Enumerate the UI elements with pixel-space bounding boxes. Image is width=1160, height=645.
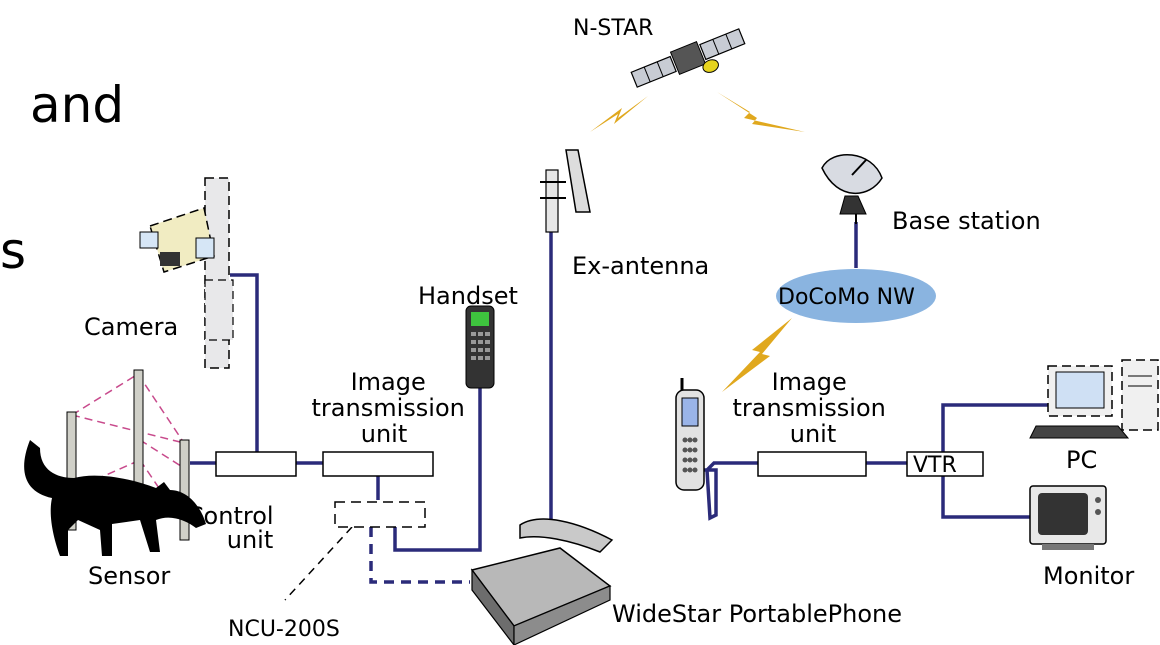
vtr-label: VTR: [913, 453, 957, 478]
wire-camera-control: [230, 273, 259, 452]
base-station-label: Base station: [892, 207, 1041, 235]
title-fragment-s: s: [0, 222, 26, 280]
wire-ncu-phone: [369, 527, 470, 584]
ex-antenna-label: Ex-antenna: [572, 252, 709, 280]
ncu-label: NCU-200S: [228, 617, 340, 642]
control-unit-box: [215, 451, 297, 477]
satellite-icon: [630, 28, 746, 88]
widestar-phone-icon: [470, 518, 614, 645]
ex-antenna-icon: [540, 149, 591, 233]
pc-label: PC: [1066, 446, 1097, 474]
wires: [190, 222, 1048, 552]
docomo-label: DoCoMo NW: [778, 285, 915, 310]
control-unit-label: Control unit: [187, 502, 281, 554]
sensor-label: Sensor: [88, 562, 170, 590]
image-unit-left-label: Image transmission unit: [312, 368, 473, 448]
handset-icon: [465, 305, 495, 389]
camera-label: Camera: [84, 313, 178, 341]
ncu-leader-line: [284, 526, 353, 601]
widestar-label: WideStar PortablePhone: [612, 600, 902, 628]
wire-vtr-monitor: [941, 463, 1030, 519]
lightning-left-icon: [590, 96, 648, 132]
lightning-right-icon: [717, 92, 805, 132]
ncu-box: [334, 501, 426, 528]
image-unit-right-label: Image transmission unit: [733, 368, 894, 448]
handset-label: Handset: [418, 282, 518, 310]
monitor-icon: [1029, 485, 1107, 550]
lightning-mobile-icon: [722, 318, 792, 392]
title-fragment-and: and: [30, 76, 124, 134]
satellite-label: N-STAR: [573, 16, 653, 41]
wire-handset-phone: [393, 385, 482, 552]
vtr-box: [906, 451, 984, 477]
cat-silhouette: [24, 440, 207, 556]
base-station-icon: [821, 154, 883, 224]
mobile-phone-icon: [675, 378, 705, 491]
camera-icon: [139, 177, 234, 369]
monitor-label: Monitor: [1043, 562, 1134, 590]
wire-mobile-image: [700, 461, 758, 521]
docomo-cloud: [776, 269, 936, 323]
dashed-wires: [369, 527, 470, 584]
pc-icon: [1029, 359, 1159, 439]
image-unit-right-box: [757, 451, 867, 477]
sensor-icon: [66, 369, 190, 541]
image-unit-left-box: [322, 451, 434, 477]
